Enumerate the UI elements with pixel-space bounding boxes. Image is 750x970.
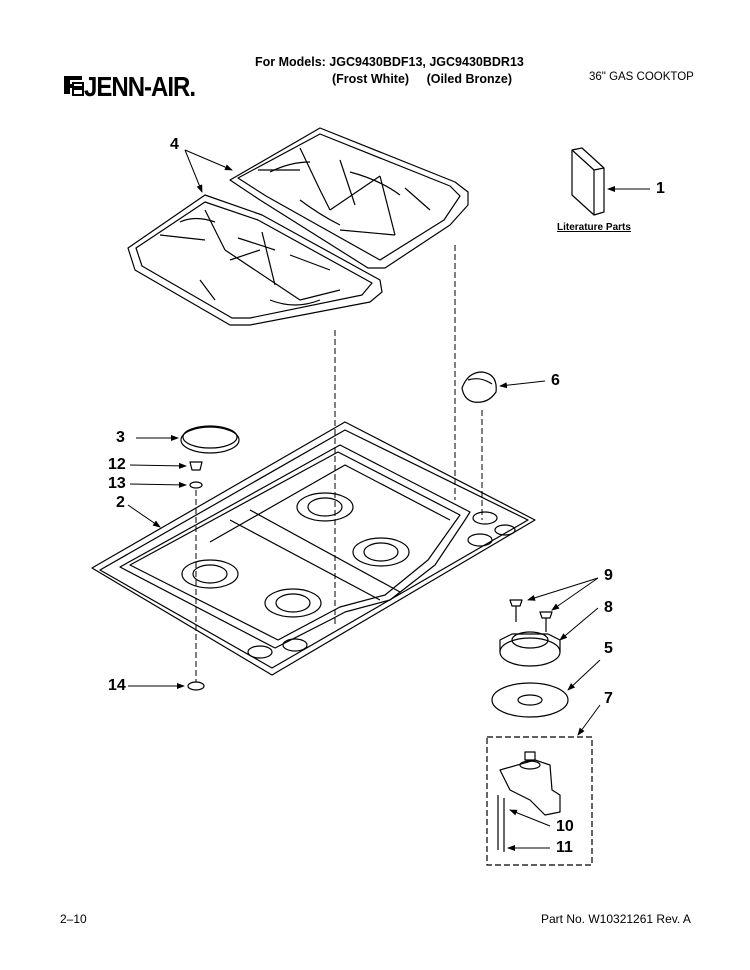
callout-2: 2 — [116, 494, 125, 511]
literature-booklet — [571, 147, 605, 216]
washer-13 — [189, 481, 203, 489]
leader-arrows — [127, 149, 650, 851]
callout-5: 5 — [604, 640, 613, 657]
callout-8: 8 — [604, 599, 613, 616]
valve-assembly-box — [486, 736, 593, 866]
callout-10: 10 — [556, 818, 574, 835]
heat-shield — [491, 682, 569, 718]
callout-3: 3 — [116, 429, 125, 446]
color-variants: (Frost White) (Oiled Bronze) — [332, 72, 512, 86]
callout-7: 7 — [604, 690, 613, 707]
callout-6: 6 — [551, 372, 560, 389]
page-number: 2–10 — [60, 912, 87, 926]
color-frost-white: (Frost White) — [332, 72, 410, 86]
control-knob — [461, 371, 497, 403]
models-line: For Models: JGC9430BDF13, JGC9430BDR13 — [255, 55, 524, 69]
color-oiled-bronze: (Oiled Bronze) — [426, 72, 512, 86]
alignment-lines — [195, 245, 483, 682]
valve-assembly — [497, 751, 561, 852]
callout-11: 11 — [556, 839, 573, 856]
callout-1: 1 — [656, 180, 665, 197]
burner-base — [499, 631, 561, 667]
grommet-12 — [189, 461, 203, 471]
callout-12: 12 — [108, 456, 126, 473]
callout-4: 4 — [170, 136, 179, 153]
grate-right — [229, 127, 469, 269]
grate-left — [127, 194, 383, 326]
callout-14: 14 — [108, 677, 126, 694]
burner-cap — [180, 426, 240, 454]
screws-9 — [509, 599, 553, 632]
cooktop-tray — [91, 421, 536, 676]
brand-logo-text: JENN-AIR. — [84, 72, 196, 104]
brand-logo-icon — [64, 76, 84, 96]
part-number: Part No. W10321261 Rev. A — [541, 912, 691, 926]
product-title: 36" GAS COOKTOP — [589, 71, 694, 83]
callout-9: 9 — [604, 567, 613, 584]
washer-14 — [187, 681, 205, 691]
literature-parts-label: Literature Parts — [557, 222, 631, 233]
callout-13: 13 — [108, 475, 126, 492]
burner-cap-rim — [182, 425, 238, 449]
